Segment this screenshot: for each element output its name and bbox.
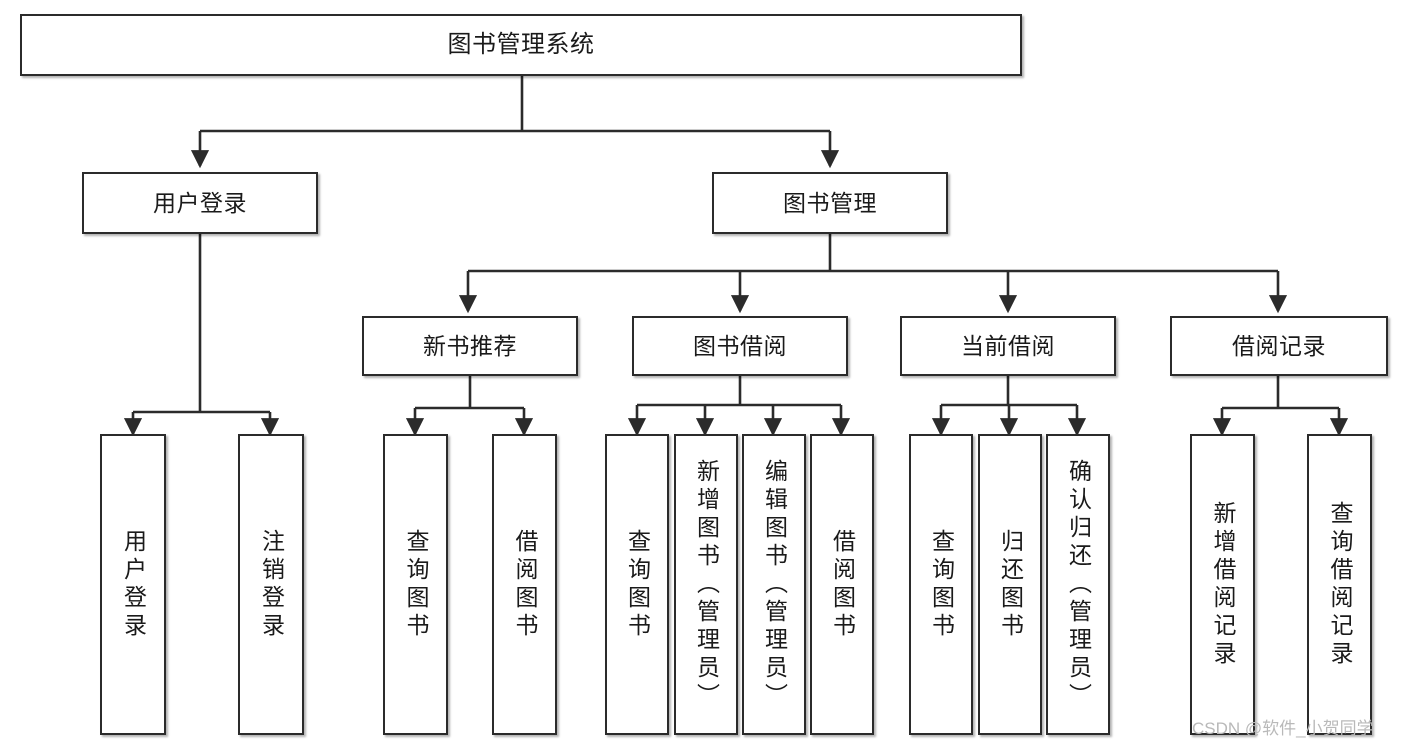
node-borrow-record[interactable]: 借阅记录	[1170, 316, 1388, 376]
leaf-borrow-book-recommend[interactable]: 借阅图书	[492, 434, 557, 735]
leaf-borrow-book[interactable]: 借阅图书	[810, 434, 874, 735]
node-label: 查询图书	[403, 528, 429, 641]
node-root-system[interactable]: 图书管理系统	[20, 14, 1022, 76]
node-book-manage[interactable]: 图书管理	[712, 172, 948, 234]
node-label: 用户登录	[120, 528, 147, 641]
leaf-confirm-return-admin[interactable]: 确认归还（管理员）	[1046, 434, 1110, 735]
node-label: 注销登录	[258, 528, 285, 641]
node-label: 用户登录	[153, 189, 247, 216]
node-label: 归还图书	[997, 528, 1024, 641]
leaf-add-borrow-record[interactable]: 新增借阅记录	[1190, 434, 1255, 735]
node-user-login[interactable]: 用户登录	[82, 172, 318, 234]
node-label: 编辑图书（管理员）	[761, 458, 788, 711]
node-book-borrow[interactable]: 图书借阅	[632, 316, 848, 376]
node-current-borrow[interactable]: 当前借阅	[900, 316, 1116, 376]
node-label: 图书管理	[783, 189, 877, 216]
leaf-return-book[interactable]: 归还图书	[978, 434, 1042, 735]
node-label: 查询图书	[928, 528, 955, 641]
node-new-book-recommend[interactable]: 新书推荐	[362, 316, 578, 376]
node-label: 查询借阅记录	[1327, 500, 1353, 669]
node-label: 新增图书（管理员）	[693, 458, 720, 711]
csdn-watermark: CSDN @软件_小贺同学	[1192, 719, 1374, 738]
leaf-query-book-recommend[interactable]: 查询图书	[383, 434, 448, 735]
leaf-edit-book-admin[interactable]: 编辑图书（管理员）	[742, 434, 806, 735]
node-label: 查询图书	[624, 528, 651, 641]
leaf-user-logout[interactable]: 注销登录	[238, 434, 304, 735]
node-label: 当前借阅	[961, 332, 1055, 359]
leaf-query-book-current[interactable]: 查询图书	[909, 434, 973, 735]
node-label: 借阅记录	[1232, 332, 1326, 359]
node-label: 确认归还（管理员）	[1065, 458, 1092, 711]
leaf-add-book-admin[interactable]: 新增图书（管理员）	[674, 434, 738, 735]
leaf-query-borrow-record[interactable]: 查询借阅记录	[1307, 434, 1372, 735]
node-label: 图书借阅	[693, 332, 787, 359]
leaf-query-book-borrow[interactable]: 查询图书	[605, 434, 669, 735]
node-label: 图书管理系统	[447, 31, 595, 58]
node-label: 新书推荐	[423, 332, 517, 359]
node-label: 新增借阅记录	[1210, 500, 1236, 669]
leaf-user-login[interactable]: 用户登录	[100, 434, 166, 735]
node-label: 借阅图书	[512, 528, 538, 641]
node-label: 借阅图书	[829, 528, 856, 641]
